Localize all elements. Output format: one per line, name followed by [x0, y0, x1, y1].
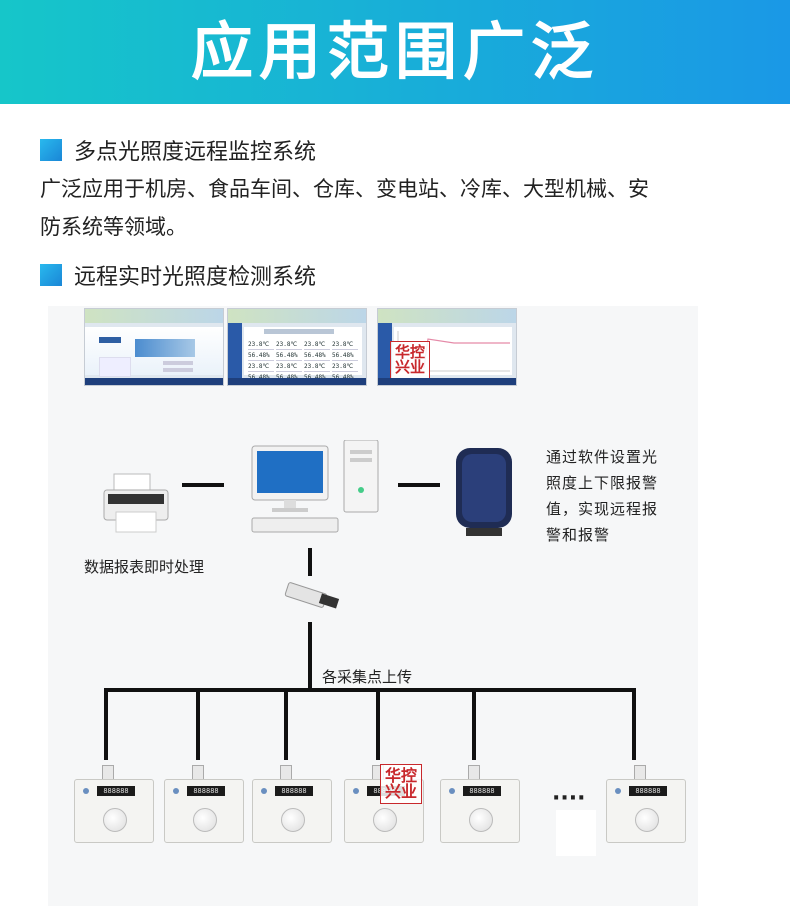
- section-heading-text: 多点光照度远程监控系统: [74, 140, 317, 165]
- connector-line: [398, 483, 440, 487]
- grid-cell: 56.48%: [248, 352, 274, 361]
- sensor-display: 888888: [187, 786, 225, 796]
- light-dome-icon: [635, 808, 659, 832]
- light-sensor: 888888: [252, 765, 332, 843]
- grid-cell: 23.8℃: [304, 363, 330, 372]
- grid-cell: 23.8℃: [248, 363, 274, 372]
- login-screen-thumbnail: [84, 308, 224, 386]
- sensor-display: 888888: [275, 786, 313, 796]
- connector-line: [308, 548, 312, 576]
- light-dome-icon: [281, 808, 305, 832]
- grid-cell: 23.8℃: [276, 341, 302, 350]
- grid-cell: 23.8℃: [276, 363, 302, 372]
- light-dome-icon: [373, 808, 397, 832]
- alarm-description: 通过软件设置光 照度上下限报警 值，实现远程报 警和报警: [546, 444, 658, 548]
- sensor-display: 888888: [629, 786, 667, 796]
- alarm-device-icon: [456, 448, 512, 536]
- report-label: 数据报表即时处理: [84, 558, 205, 576]
- section-heading-2: 远程实时光照度检测系统: [40, 263, 316, 290]
- section-heading-1: 多点光照度远程监控系统: [40, 138, 316, 165]
- connector-line: [182, 483, 224, 487]
- grid-cell: 23.8℃: [332, 363, 358, 372]
- grid-cell: 23.8℃: [332, 341, 358, 350]
- paragraph-line-1: 广泛应用于机房、食品车间、仓库、变电站、冷库、大型机械、安: [40, 177, 649, 201]
- light-sensor: 888888: [440, 765, 520, 843]
- connector-line: [308, 622, 312, 692]
- section-heading-text: 远程实时光照度检测系统: [74, 265, 317, 290]
- stamp-text-2: 兴业: [394, 358, 425, 376]
- stamp-text-2: 兴业: [384, 782, 417, 801]
- reading-grid: 23.8℃ 23.8℃ 23.8℃ 23.8℃ 56.48% 56.48% 56…: [248, 341, 358, 383]
- light-dome-icon: [193, 808, 217, 832]
- data-grid-screen-thumbnail: 23.8℃ 23.8℃ 23.8℃ 23.8℃ 56.48% 56.48% 56…: [227, 308, 367, 386]
- drop-line: [472, 688, 476, 760]
- light-sensor: 888888: [74, 765, 154, 843]
- drop-line: [104, 688, 108, 760]
- alarm-text-line: 通过软件设置光: [546, 448, 659, 466]
- sensor-display: 888888: [97, 786, 135, 796]
- stamp-text-1: 华控: [394, 343, 425, 361]
- printer-icon: [103, 473, 169, 533]
- trend-screen-thumbnail: 华控 兴业: [377, 308, 517, 386]
- drop-line: [632, 688, 636, 760]
- square-bullet-icon: [40, 264, 62, 286]
- grid-cell: 56.48%: [332, 352, 358, 361]
- watermark-stamp: 华控 兴业: [390, 341, 430, 379]
- square-bullet-icon: [40, 139, 62, 161]
- description-paragraph: 广泛应用于机房、食品车间、仓库、变电站、冷库、大型机械、安 防系统等领域。: [40, 170, 760, 246]
- converter-icon: [284, 582, 340, 609]
- alarm-text-line: 值，实现远程报: [546, 500, 659, 518]
- stamp-text-1: 华控: [384, 766, 417, 785]
- alarm-text-line: 照度上下限报警: [546, 474, 659, 492]
- drop-line: [284, 688, 288, 760]
- alarm-text-line: 警和报警: [546, 526, 611, 544]
- sensor-display: 888888: [463, 786, 501, 796]
- watermark-stamp: 华控 兴业: [380, 764, 422, 804]
- light-sensor: 888888: [606, 765, 686, 843]
- banner-title: 应用范围广泛: [190, 15, 599, 88]
- drop-line: [376, 688, 380, 760]
- light-sensor: 888888: [164, 765, 244, 843]
- more-sensors-ellipsis: ····: [552, 786, 586, 811]
- grid-cell: 23.8℃: [304, 341, 330, 350]
- grid-cell: 23.8℃: [248, 341, 274, 350]
- light-dome-icon: [103, 808, 127, 832]
- bus-line: [104, 688, 636, 692]
- placeholder-panel: [556, 810, 596, 856]
- paragraph-line-2: 防系统等领域。: [40, 215, 187, 239]
- light-dome-icon: [469, 808, 493, 832]
- upload-label: 各采集点上传: [322, 668, 413, 686]
- computer-icon: [251, 440, 379, 533]
- grid-cell: 56.48%: [276, 352, 302, 361]
- drop-line: [196, 688, 200, 760]
- header-banner: 应用范围广泛: [0, 0, 790, 104]
- grid-cell: 56.48%: [304, 352, 330, 361]
